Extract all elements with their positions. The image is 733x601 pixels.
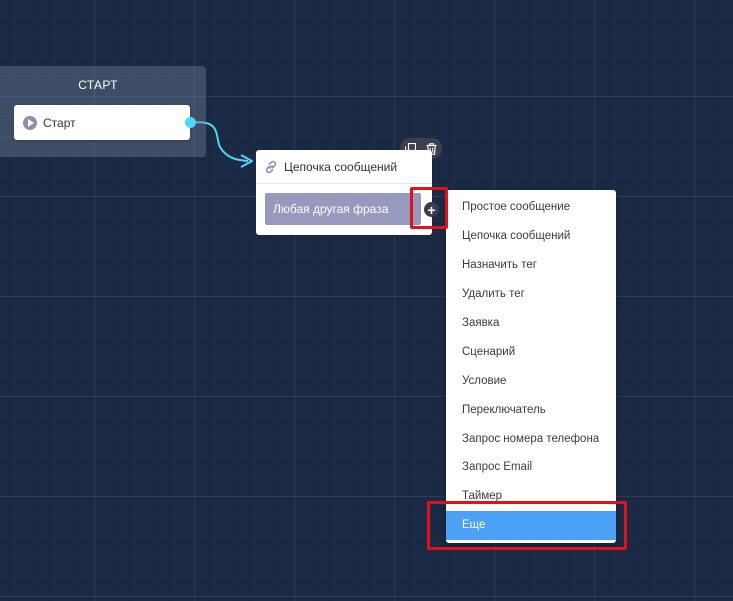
start-group: СТАРТ Старт [0,66,206,157]
menu-item-simple-message[interactable]: Простое сообщение [462,201,571,214]
start-group-title: СТАРТ [78,78,118,92]
menu-item-more[interactable]: Еще [446,510,616,540]
menu-item-condition[interactable]: Условие [462,374,507,387]
play-icon [23,115,37,130]
output-port[interactable] [185,117,196,128]
menu-item-remove-tag[interactable]: Удалить тег [462,288,525,301]
menu-list: Простое сообщение Цепочка сообщений Назн… [446,190,616,540]
phrase-button[interactable]: Любая другая фраза [265,193,421,225]
highlight-more-item [427,501,627,550]
menu-item-scenario[interactable]: Сценарий [462,345,516,358]
chain-node-header: Цепочка сообщений [256,150,432,184]
menu-item-timer[interactable]: Таймер [462,490,503,503]
menu-item-email-request[interactable]: Запрос Email [462,461,533,474]
menu-item-message-chain[interactable]: Цепочка сообщений [462,230,571,243]
menu-item-phone-request[interactable]: Запрос номера телефона [462,432,600,445]
start-node-label: Старт [43,115,76,130]
add-step-menu: Простое сообщение Цепочка сообщений Назн… [446,190,616,543]
link-icon [265,160,277,173]
menu-item-request[interactable]: Заявка [462,317,500,329]
menu-item-assign-tag[interactable]: Назначить тег [462,259,537,272]
start-node[interactable]: Старт [14,105,196,140]
chain-node-title: Цепочка сообщений [284,159,398,174]
message-chain-node[interactable]: Цепочка сообщений Любая другая фраза [256,150,432,235]
add-step-button[interactable]: + [424,202,439,217]
menu-item-switch[interactable]: Переключатель [462,403,546,416]
phrase-label: Любая другая фраза [273,202,389,216]
highlight-add-button [410,187,448,229]
